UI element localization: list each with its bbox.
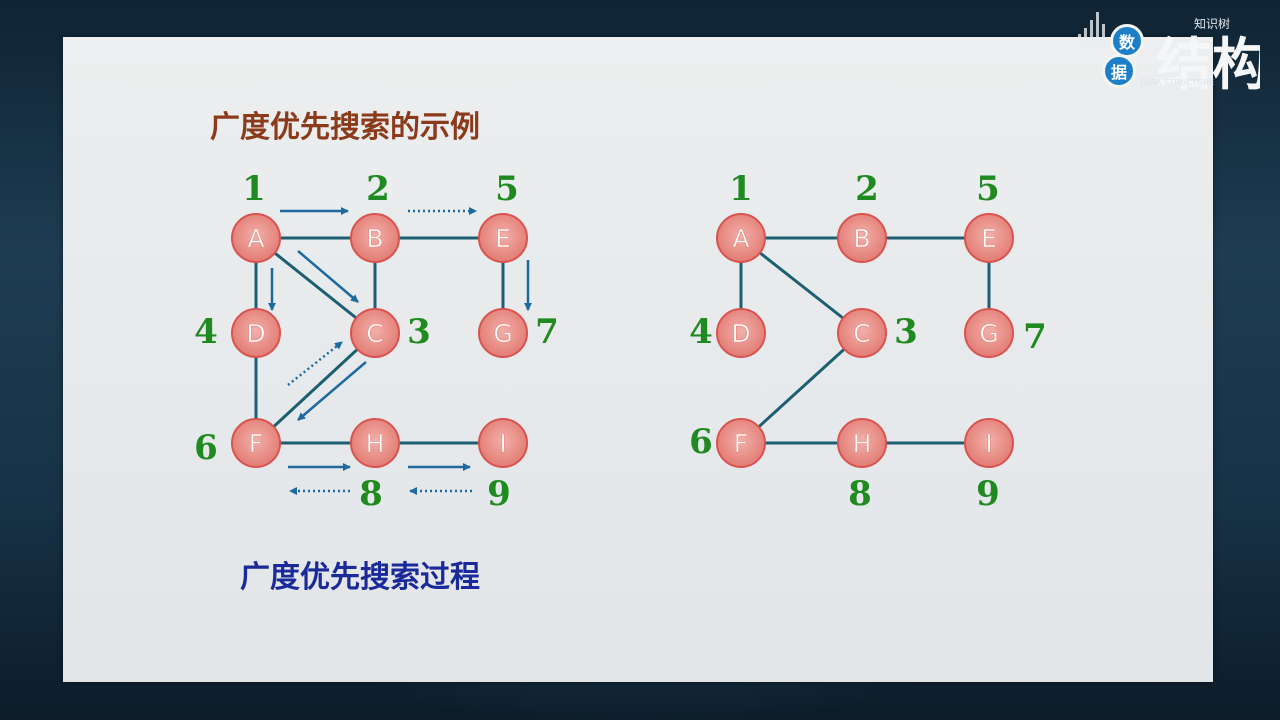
left-node-circle <box>478 418 528 468</box>
left-edge-AC <box>255 236 376 335</box>
left-node-circle <box>231 308 281 358</box>
left-node-circle <box>350 308 400 358</box>
right-node-label: G <box>979 319 998 348</box>
right-visit-order-I: 9 <box>976 474 1000 514</box>
arrow-A-to-C <box>297 250 359 303</box>
left-node-label: C <box>366 319 383 348</box>
left-visit-order-G: 7 <box>535 312 559 352</box>
left-node-label: F <box>249 429 263 458</box>
right-visit-order-C: 3 <box>894 312 918 352</box>
right-node-E: E5 <box>964 169 1014 263</box>
logo-big-text: 结构 知识树 <box>1156 16 1260 98</box>
left-graph-traversal-arrows <box>268 207 532 495</box>
right-node-circle <box>837 213 887 263</box>
left-node-A: A1 <box>231 169 281 263</box>
right-node-circle <box>716 418 766 468</box>
svg-text:结构: 结构 <box>1156 33 1260 98</box>
right-node-I: I9 <box>964 418 1014 514</box>
left-node-circle <box>478 213 528 263</box>
right-node-D: D4 <box>689 308 766 358</box>
right-node-B: B2 <box>837 169 887 263</box>
left-node-F: F6 <box>194 418 281 468</box>
left-node-circle <box>350 418 400 468</box>
left-visit-order-D: 4 <box>194 312 218 352</box>
left-node-H: H8 <box>350 418 400 514</box>
right-node-label: E <box>981 224 997 253</box>
left-node-label: B <box>366 224 383 253</box>
left-node-circle <box>350 213 400 263</box>
right-visit-order-D: 4 <box>689 312 713 352</box>
left-node-label: H <box>366 429 385 458</box>
arrow-C-to-F <box>297 361 367 421</box>
left-node-D: D4 <box>194 308 281 358</box>
right-node-circle <box>964 308 1014 358</box>
right-node-circle <box>716 213 766 263</box>
right-node-circle <box>964 418 1014 468</box>
left-visit-order-A: 1 <box>242 169 266 209</box>
left-visit-order-C: 3 <box>407 312 431 352</box>
right-visit-order-H: 8 <box>848 474 872 514</box>
logo-badge-top: 数 <box>1110 24 1144 58</box>
left-node-I: I9 <box>478 418 528 514</box>
left-node-label: I <box>499 429 506 458</box>
left-node-circle <box>231 213 281 263</box>
right-node-label: I <box>985 429 992 458</box>
right-node-circle <box>837 418 887 468</box>
sound-bars-icon <box>1078 12 1105 48</box>
left-visit-order-B: 2 <box>366 169 390 209</box>
left-node-label: A <box>247 224 264 253</box>
left-node-E: E5 <box>478 169 528 263</box>
right-edge-AC <box>740 236 863 335</box>
logo-badge-bottom: 据 <box>1102 54 1136 88</box>
right-visit-order-F: 6 <box>689 422 713 462</box>
left-visit-order-I: 9 <box>487 474 511 514</box>
left-node-circle <box>478 308 528 358</box>
left-node-circle <box>231 418 281 468</box>
logo-subtitle: DATA STRUCTURE <box>1140 78 1215 87</box>
left-visit-order-H: 8 <box>359 474 383 514</box>
right-visit-order-A: 1 <box>729 169 753 209</box>
left-node-B: B2 <box>350 169 400 263</box>
right-visit-order-E: 5 <box>976 169 1000 209</box>
right-edge-CF <box>739 331 864 445</box>
right-node-label: B <box>853 224 870 253</box>
left-visit-order-E: 5 <box>495 169 519 209</box>
svg-text:知识树: 知识树 <box>1194 16 1230 31</box>
left-visit-order-F: 6 <box>194 428 218 468</box>
right-node-circle <box>837 308 887 358</box>
right-node-label: D <box>731 319 750 348</box>
left-node-label: D <box>246 319 265 348</box>
right-node-label: C <box>853 319 870 348</box>
right-node-label: A <box>732 224 749 253</box>
arrow-F-to-C-back <box>287 341 343 386</box>
right-node-H: H8 <box>837 418 887 514</box>
right-node-circle <box>716 308 766 358</box>
right-node-circle <box>964 213 1014 263</box>
right-node-label: F <box>734 429 748 458</box>
left-node-label: G <box>493 319 512 348</box>
data-structure-logo: 数 据 结构 知识树 DATA STRUCTURE <box>1072 6 1272 106</box>
right-node-F: F6 <box>689 418 766 468</box>
left-node-label: E <box>495 224 511 253</box>
right-visit-order-G: 7 <box>1023 317 1047 357</box>
right-node-label: H <box>853 429 872 458</box>
slide-caption: 广度优先搜索过程 <box>240 560 480 595</box>
right-node-A: A1 <box>716 169 766 263</box>
slide-title: 广度优先搜索的示例 <box>210 110 480 145</box>
left-edge-CF <box>254 331 377 445</box>
right-visit-order-B: 2 <box>855 169 879 209</box>
